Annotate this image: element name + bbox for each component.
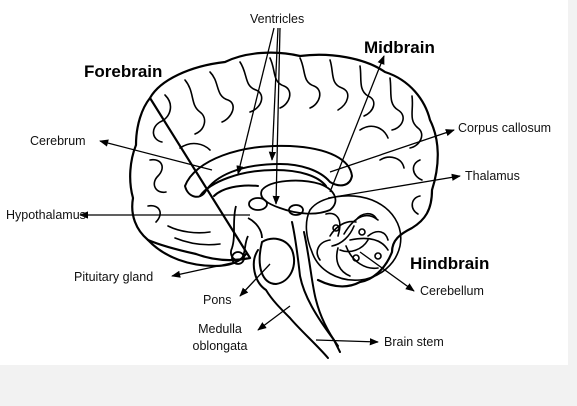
cerebellum-shape xyxy=(305,195,402,281)
region-forebrain: Forebrain xyxy=(84,62,163,81)
label-medulla-line1: Medulla xyxy=(198,322,242,336)
pointer-corpus-callosum xyxy=(329,129,455,173)
label-ventricles: Ventricles xyxy=(250,12,305,26)
label-cerebellum: Cerebellum xyxy=(420,284,484,298)
pointer-ventricles-b xyxy=(268,27,279,161)
pointer-pituitary xyxy=(171,261,237,278)
pointer-ventricles-a xyxy=(236,27,275,175)
canvas-background xyxy=(0,0,568,365)
label-medulla-line2: oblongata xyxy=(192,339,248,353)
label-brain-stem: Brain stem xyxy=(384,335,444,349)
pituitary-shape xyxy=(230,205,263,265)
label-medulla-oblongata: Medulla oblongata xyxy=(190,322,250,353)
pointer-lines xyxy=(79,27,461,346)
brainstem-shape xyxy=(252,221,341,359)
label-cerebrum: Cerebrum xyxy=(30,134,86,148)
label-thalamus: Thalamus xyxy=(465,169,520,183)
thalamus-shape xyxy=(248,179,337,216)
pointer-cerebellum xyxy=(359,251,415,292)
pointer-brain-stem xyxy=(315,338,379,346)
label-corpus-callosum: Corpus callosum xyxy=(458,121,552,135)
region-midbrain: Midbrain xyxy=(364,38,435,57)
label-pituitary-gland: Pituitary gland xyxy=(74,270,154,284)
pointer-cerebrum xyxy=(99,139,213,171)
pointer-thalamus xyxy=(327,173,461,199)
corpus-callosum-shape xyxy=(183,144,354,198)
region-hindbrain: Hindbrain xyxy=(410,254,490,273)
label-pons: Pons xyxy=(203,293,232,307)
pointer-pons xyxy=(239,263,271,297)
label-hypothalamus: Hypothalamus xyxy=(6,208,86,222)
pointer-medulla xyxy=(257,305,291,331)
pointer-ventricles-c xyxy=(272,27,281,205)
